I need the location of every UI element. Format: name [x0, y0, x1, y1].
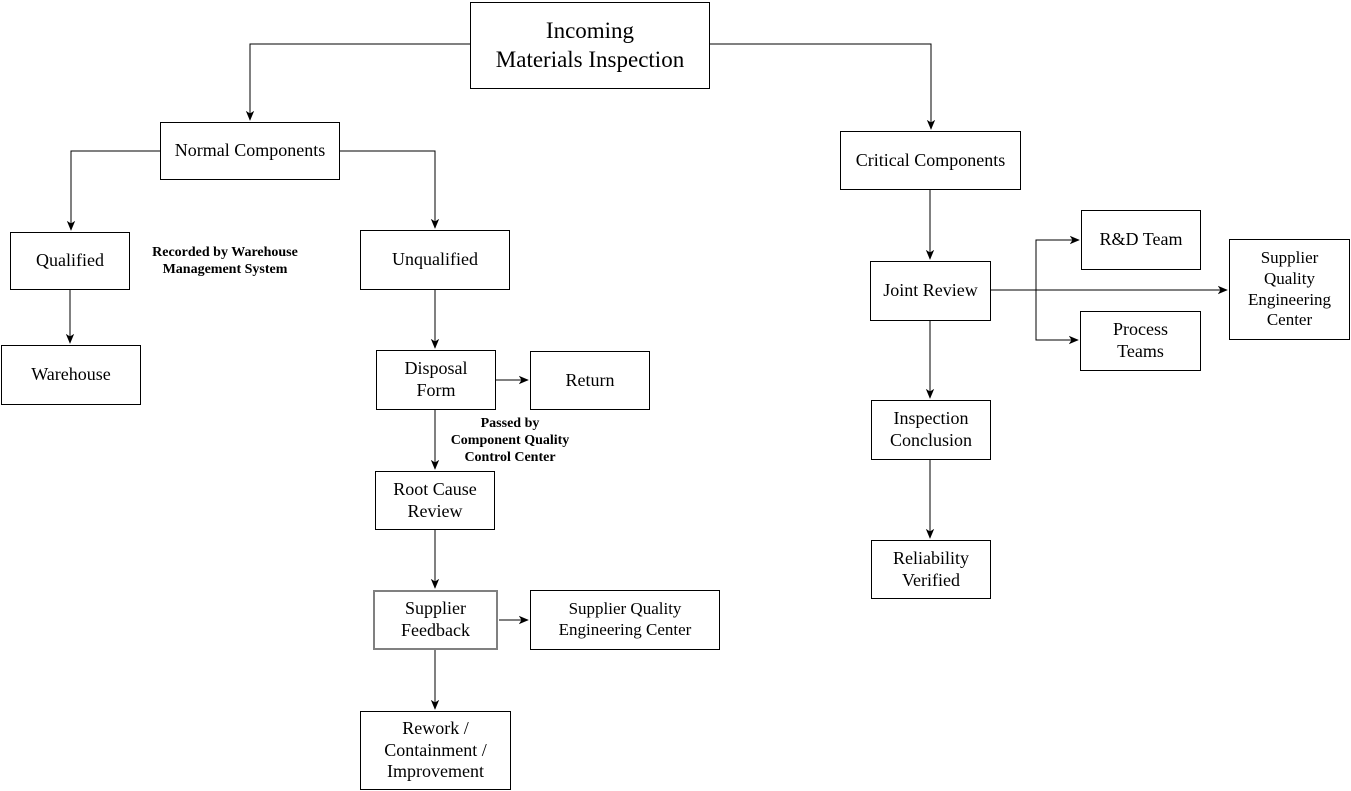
- node-label-supplier-feedback: Supplier Feedback: [401, 598, 470, 640]
- edge-joint-review--process-teams: [1035, 290, 1079, 345]
- annotation-passed-by-cqcc-note: Passed by Component Quality Control Cent…: [450, 416, 570, 466]
- node-return: Return: [530, 351, 650, 410]
- node-label-qualified: Qualified: [36, 250, 104, 271]
- node-unqualified: Unqualified: [360, 230, 510, 290]
- node-label-joint-review: Joint Review: [883, 280, 978, 301]
- node-joint-review: Joint Review: [870, 261, 991, 321]
- node-label-reliability-verified: Reliability Verified: [893, 547, 969, 590]
- node-warehouse: Warehouse: [1, 345, 141, 405]
- node-qualified: Qualified: [10, 232, 130, 290]
- node-label-rework-containment-improvement: Rework / Containment / Improvement: [384, 717, 487, 782]
- node-label-return: Return: [565, 369, 615, 390]
- edge-incoming-materials-inspection--critical-components: [710, 43, 936, 130]
- node-label-root-cause-review: Root Cause Review: [393, 478, 477, 521]
- node-label-inspection-conclusion: Inspection Conclusion: [889, 408, 972, 450]
- node-normal-components: Normal Components: [160, 122, 340, 180]
- edge-incoming-materials-inspection--normal-components: [245, 43, 470, 121]
- node-label-supplier-quality-engineering-center-right: Supplier Quality Engineering Center: [1247, 248, 1332, 330]
- node-process-teams: Process Teams: [1080, 311, 1201, 371]
- node-supplier-feedback: Supplier Feedback: [373, 590, 498, 650]
- node-disposal-form: Disposal Form: [376, 350, 496, 410]
- node-label-normal-components: Normal Components: [174, 140, 326, 161]
- node-label-unqualified: Unqualified: [392, 249, 478, 270]
- node-inspection-conclusion: Inspection Conclusion: [871, 400, 991, 460]
- node-root-cause-review: Root Cause Review: [375, 471, 495, 530]
- annotation-recorded-by-warehouse-note: Recorded by Warehouse Management System: [152, 245, 298, 278]
- node-label-supplier-quality-engineering-center-left: Supplier Quality Engineering Center: [558, 599, 692, 639]
- edge-joint-review--rd-team: [1035, 235, 1080, 290]
- node-rework-containment-improvement: Rework / Containment / Improvement: [360, 711, 511, 790]
- node-supplier-quality-engineering-center-left: Supplier Quality Engineering Center: [530, 590, 720, 650]
- node-label-disposal-form: Disposal Form: [404, 358, 468, 400]
- node-reliability-verified: Reliability Verified: [871, 540, 991, 599]
- node-supplier-quality-engineering-center-right: Supplier Quality Engineering Center: [1229, 239, 1350, 340]
- edge-normal-components--qualified: [66, 150, 160, 231]
- edge-normal-components--unqualified: [340, 150, 440, 229]
- node-label-critical-components: Critical Components: [855, 149, 1006, 170]
- node-label-warehouse: Warehouse: [31, 364, 111, 385]
- node-incoming-materials-inspection: Incoming Materials Inspection: [470, 2, 710, 89]
- node-critical-components: Critical Components: [840, 131, 1021, 190]
- node-label-rd-team: R&D Team: [1099, 229, 1183, 250]
- node-label-process-teams: Process Teams: [1113, 319, 1168, 361]
- node-rd-team: R&D Team: [1081, 210, 1201, 270]
- node-label-incoming-materials-inspection: Incoming Materials Inspection: [495, 18, 685, 72]
